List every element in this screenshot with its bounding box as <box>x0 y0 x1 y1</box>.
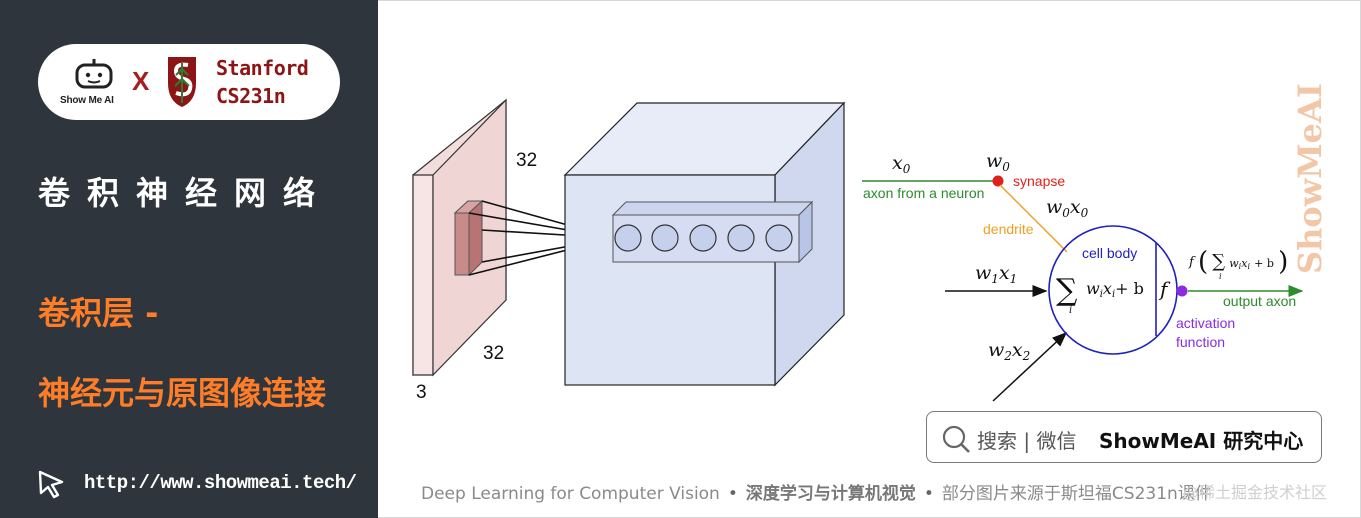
w0x0-label: w0x0 <box>1046 196 1089 220</box>
volume-depth-label: 3 <box>416 382 427 403</box>
footer-course-en: Deep Learning for Computer Vision <box>421 484 720 504</box>
w2x2-input-arrow <box>992 331 1068 402</box>
footer: Deep Learning for Computer Vision • 深度学习与计… <box>421 479 1212 504</box>
synapse-dot <box>992 175 1004 187</box>
sidebar: Show Me AI X Stanford CS231n 卷积神经网络 卷积层 … <box>0 0 378 518</box>
receptive-field-patch <box>453 199 484 277</box>
volume-width-label: 32 <box>483 343 504 364</box>
neuron-circle <box>765 224 793 252</box>
synapse-label: synapse <box>1013 173 1065 189</box>
logo-x-mark: X <box>132 66 150 96</box>
neuron-model <box>862 175 1304 402</box>
output-volume <box>563 101 846 387</box>
search-box[interactable]: 搜索 | 微信 ShowMeAI 研究中心 <box>926 411 1322 463</box>
stanford-tree-icon <box>168 57 196 107</box>
footer-separator: • <box>923 484 934 504</box>
neuron-circle <box>651 224 679 252</box>
section-subtitle-line1: 卷积层 - <box>38 294 159 332</box>
sum-index: i <box>1069 305 1072 316</box>
output-formula-index: i <box>1219 272 1222 281</box>
function-label: function <box>1176 334 1225 350</box>
csdn-watermark: @稀土掘金技术社区 <box>1183 483 1328 502</box>
topic-title: 卷积神经网络 <box>38 174 333 212</box>
search-icon <box>942 425 970 453</box>
footer-separator: • <box>727 484 738 504</box>
watermark-text: ShowMeAI <box>1292 83 1329 274</box>
cursor-pointer-icon <box>38 470 64 499</box>
axon-from-neuron-label: axon from a neuron <box>863 185 984 201</box>
neuron-circle <box>727 224 755 252</box>
output-axon-label: output axon <box>1223 293 1296 309</box>
site-url-link[interactable]: http://www.showmeai.tech/ <box>84 472 357 494</box>
dendrite-line <box>999 184 1068 253</box>
logo-badge[interactable]: Show Me AI X Stanford CS231n <box>38 44 340 120</box>
w1x1-label: w1x1 <box>975 262 1017 286</box>
w0-label: w0 <box>986 150 1010 174</box>
logo-brand-text: Show Me AI <box>60 95 114 106</box>
w2x2-label: w2x2 <box>988 339 1030 363</box>
showmeai-robot-icon <box>75 59 113 89</box>
activation-f: f <box>1158 277 1171 301</box>
search-label: 搜索 | 微信 <box>977 429 1077 453</box>
section-subtitle-line2: 神经元与原图像连接 <box>38 374 327 412</box>
volume-height-label: 32 <box>516 150 537 171</box>
activation-dot <box>1176 285 1188 297</box>
footer-credit: 部分图片来源于斯坦福CS231n课件 <box>941 484 1212 504</box>
sum-symbol: ∑ <box>1056 273 1078 308</box>
output-formula: f ( ∑ wixi + b ) <box>1188 247 1288 277</box>
x0-label: x0 <box>892 152 911 176</box>
footer-course-cn: 深度学习与计算机视觉 <box>745 484 916 504</box>
stanford-course: CS231n <box>216 84 286 108</box>
neuron-depth-column <box>611 200 814 264</box>
sum-body: wixi+ b <box>1086 279 1144 300</box>
activation-label: activation <box>1176 315 1235 331</box>
cell-body-label: cell body <box>1082 245 1137 261</box>
neuron-circle <box>689 224 717 252</box>
stanford-name: Stanford <box>216 56 309 80</box>
showmeai-watermark: ShowMeAI <box>1292 83 1329 274</box>
search-account-name: ShowMeAI 研究中心 <box>1099 429 1304 453</box>
neuron-circle <box>614 224 642 252</box>
dendrite-label: dendrite <box>983 221 1034 237</box>
